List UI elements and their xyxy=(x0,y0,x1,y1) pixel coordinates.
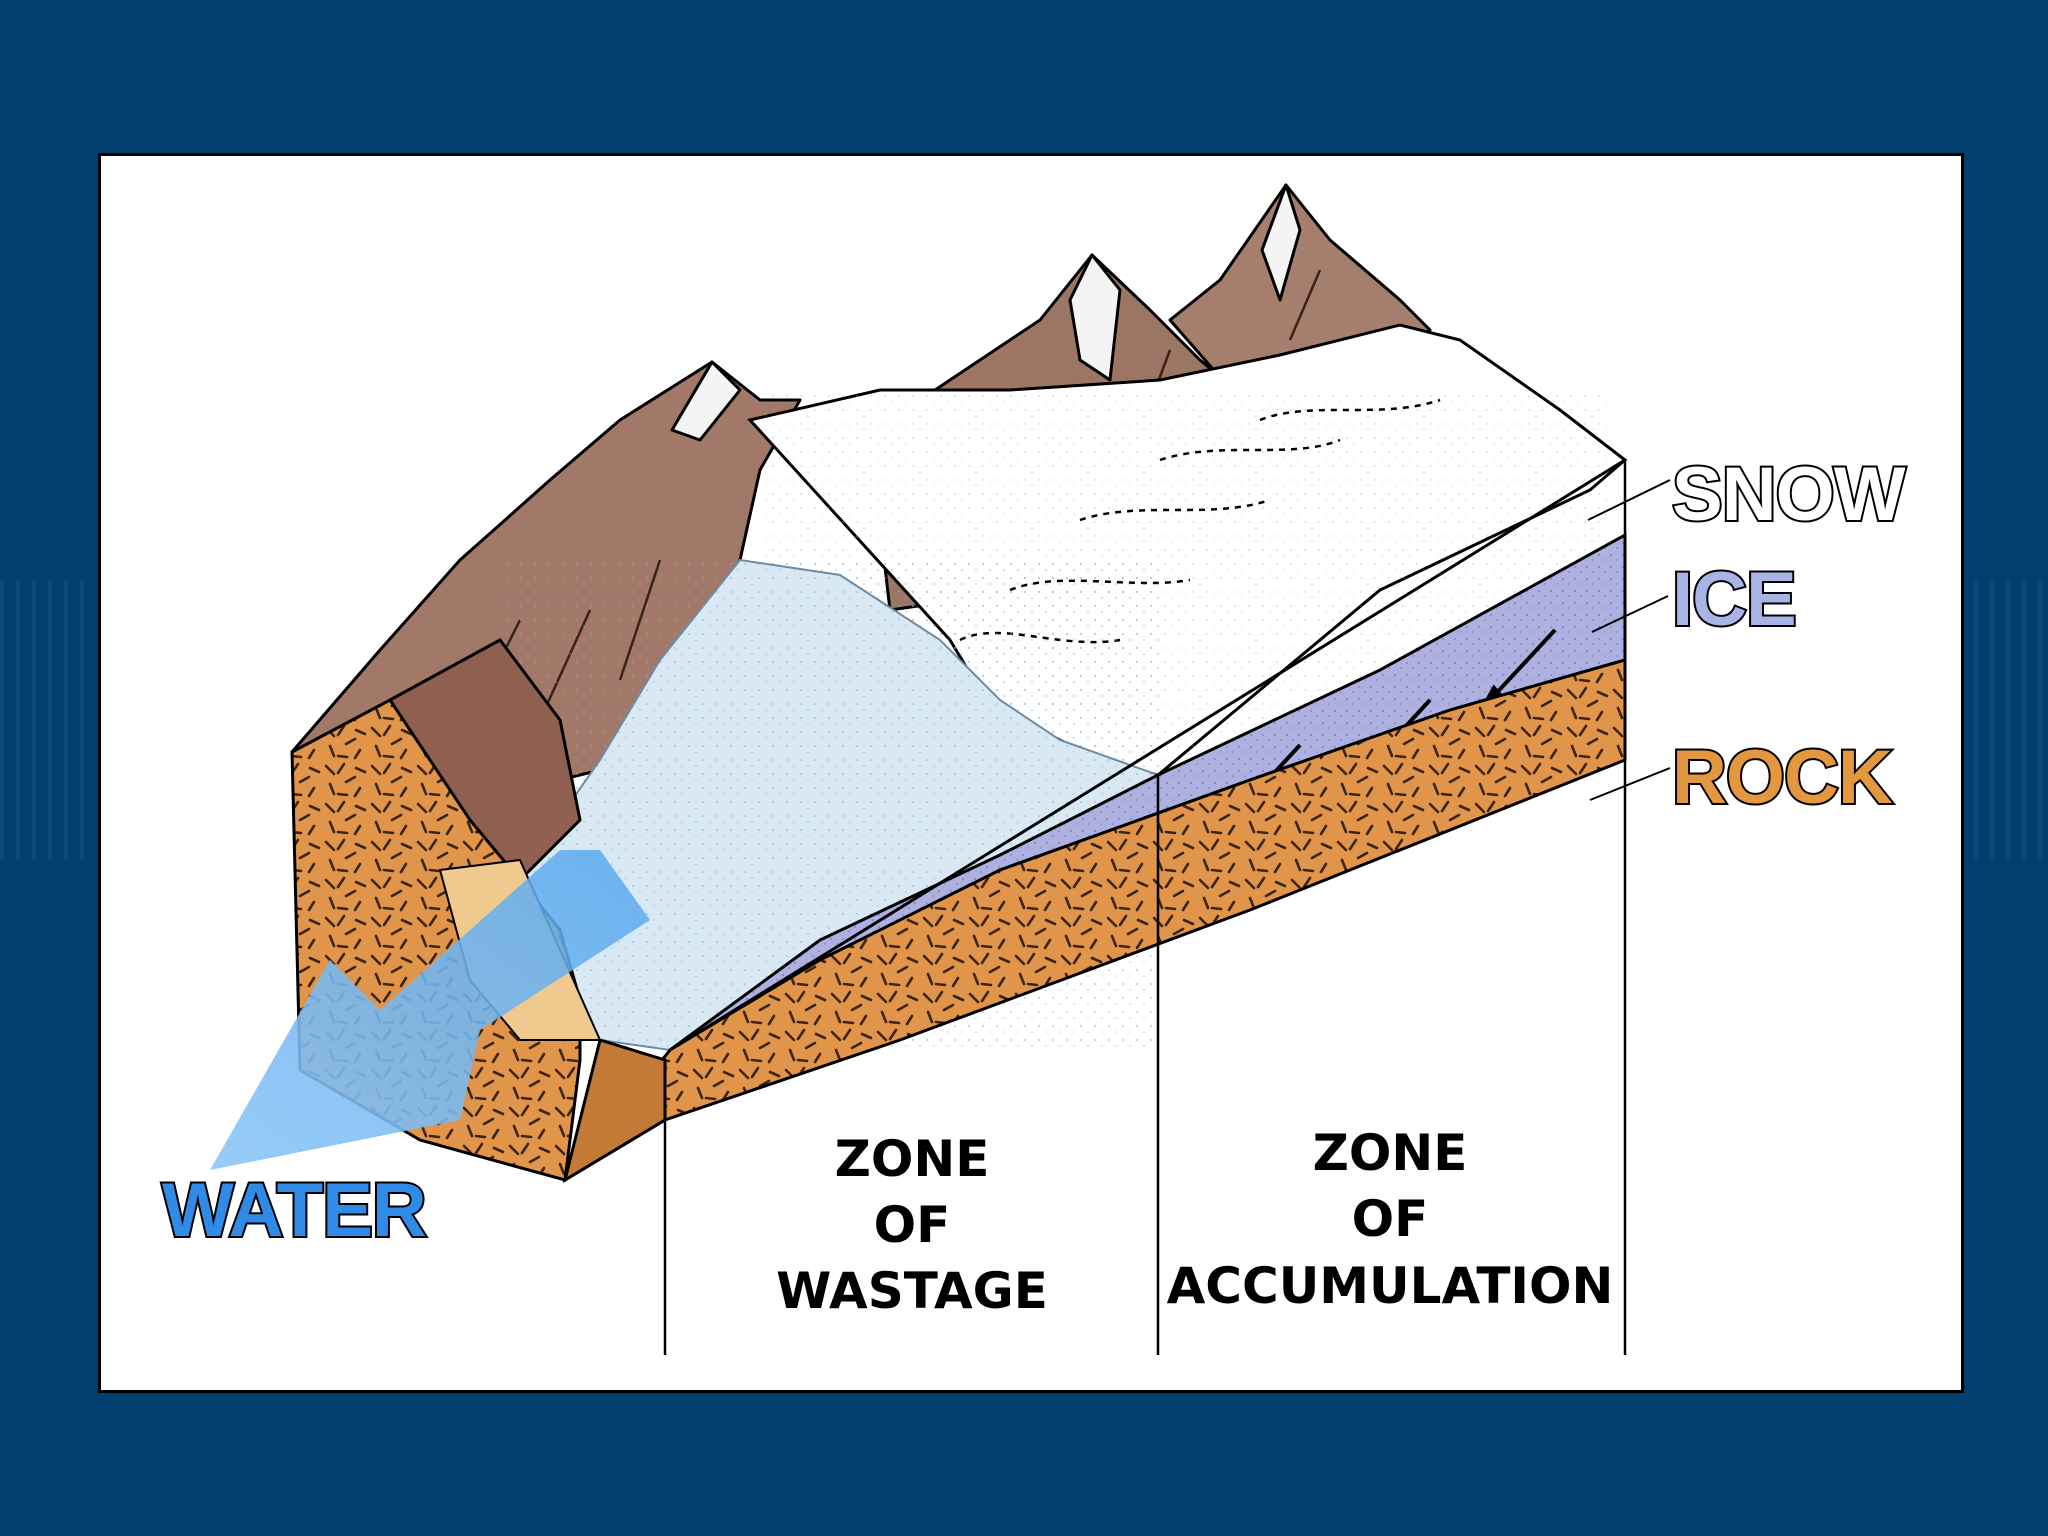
zone-accumulation-line-1: ZONE xyxy=(1313,1124,1468,1182)
rock-label: ROCK xyxy=(1672,735,1893,820)
zone-accumulation-line-3: ACCUMULATION xyxy=(1167,1257,1614,1315)
zone-wastage-line-2: OF xyxy=(874,1196,951,1254)
snow-label: SNOW xyxy=(1672,452,1906,537)
zone-of-wastage-label: ZONE OF WASTAGE xyxy=(776,1130,1048,1320)
zone-of-accumulation-label: ZONE OF ACCUMULATION xyxy=(1167,1124,1614,1315)
water-label: WATER xyxy=(162,1168,426,1253)
zone-accumulation-line-2: OF xyxy=(1352,1190,1429,1248)
zone-wastage-line-3: WASTAGE xyxy=(776,1262,1048,1320)
ice-label: ICE xyxy=(1672,557,1796,642)
zone-wastage-line-1: ZONE xyxy=(835,1130,990,1188)
